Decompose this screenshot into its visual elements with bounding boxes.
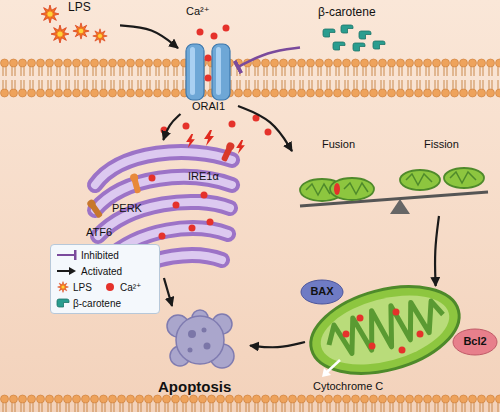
channel-box: ORAI1 [178, 42, 238, 114]
cell-fate-box: Apoptosis [150, 306, 250, 398]
cytochrome-release-arrow [322, 360, 340, 377]
legend-sample [103, 281, 117, 293]
legend-swatch [106, 283, 114, 291]
compound-label: β-carotene [318, 6, 376, 20]
mitochondrion [301, 272, 469, 389]
protein-label: Bcl2 [453, 335, 497, 348]
activation-arrow [164, 278, 172, 306]
activation-arrow [238, 106, 292, 151]
channel-label: ORAI1 [192, 100, 225, 113]
legend-sample [56, 281, 70, 293]
lps-sample [58, 282, 69, 293]
protein-label: BAX [302, 285, 342, 298]
legend-entry: β-carotene [56, 297, 121, 309]
compound-group: β-carotene [300, 4, 395, 54]
legend-text: β-carotene [73, 298, 121, 309]
outcome-label: Apoptosis [158, 378, 231, 395]
mitochondria-dynamics [300, 168, 488, 214]
beta-carotene-molecules [323, 25, 385, 51]
protein-blob: BAX [302, 281, 342, 303]
ion-label: Ca²⁺ [186, 5, 210, 18]
legend-entry: LPS [56, 281, 92, 293]
release-label: Cytochrome C [313, 380, 383, 393]
legend-text: Activated [81, 266, 122, 277]
legend-entry: Activated [56, 265, 122, 277]
legend-sample [56, 249, 78, 261]
apoptotic-cell [167, 310, 234, 368]
legend-sample [56, 297, 70, 309]
dynamics-group: Fusion Fission [292, 136, 490, 216]
legend-sample [56, 265, 78, 277]
legend-text: Inhibited [81, 250, 119, 261]
sensor-label: PERK [112, 202, 142, 215]
activation-arrow [435, 216, 439, 286]
mitochondrion-box: Cytochrome C [305, 286, 467, 396]
legend-text: LPS [73, 282, 92, 293]
process-label: Fusion [322, 138, 355, 151]
inhibit-sample [57, 254, 74, 256]
legend-entry: Inhibited [56, 249, 119, 261]
activation-arrow [163, 114, 180, 140]
sensor-label: IRE1α [188, 170, 219, 183]
activation-arrow [120, 25, 178, 48]
orai1-channel [186, 44, 230, 100]
stimulus-label: LPS [68, 1, 91, 15]
bax-protein [301, 280, 343, 304]
activation-arrow [250, 342, 305, 347]
calcium-ions [149, 25, 424, 354]
cell-membrane [0, 394, 500, 412]
carotene-sample [57, 299, 69, 307]
protein-blob: Bcl2 [453, 330, 497, 354]
inhibit-sample [74, 250, 77, 260]
er-receptors [86, 141, 236, 219]
inhibition-line [238, 47, 300, 67]
stress-bolts [186, 130, 245, 154]
lps-group: LPS [40, 0, 120, 48]
activate-sample [69, 267, 76, 275]
legend-box: InhibitedActivatedLPS Ca²⁺ β-carotene [50, 244, 160, 314]
sensor-label: ATF6 [86, 226, 112, 239]
legend-entry: Ca²⁺ [103, 281, 141, 293]
legend-text: Ca²⁺ [120, 282, 141, 293]
cell-membrane [0, 58, 500, 98]
bcl2-protein [453, 329, 497, 355]
process-label: Fission [424, 138, 459, 151]
activate-sample [57, 270, 70, 272]
